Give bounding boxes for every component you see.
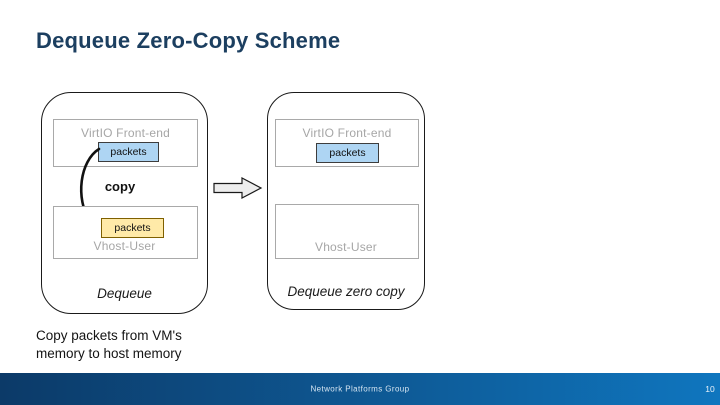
vhost-user-box [275, 204, 419, 259]
dequeue-caption: Dequeue [97, 286, 152, 301]
slide-title: Dequeue Zero-Copy Scheme [36, 28, 341, 53]
packets-chip-frontend: packets [316, 143, 379, 163]
vhost-user-label: Vhost-User [93, 239, 156, 253]
virtio-frontend-label: VirtIO Front-end [80, 126, 170, 140]
page-number: 10 [705, 384, 715, 394]
dequeue-copy-panel: VirtIO Front-end packets copy packets Vh… [41, 92, 208, 314]
footer-group-name: Network Platforms Group [310, 384, 410, 394]
footer-bar: Network Platforms Group intel 10 [0, 373, 720, 405]
slide-caption: Copy packets from VM's memory to host me… [36, 328, 182, 361]
copy-label: copy [104, 179, 136, 194]
dequeue-zero-copy-caption: Dequeue zero copy [287, 284, 405, 299]
right-block-arrow-icon [213, 177, 263, 199]
virtio-frontend-label: VirtIO Front-end [302, 126, 392, 140]
packets-chip-frontend: packets [98, 142, 159, 162]
packets-chip-backend: packets [101, 218, 164, 238]
dequeue-zero-copy-panel: VirtIO Front-end packets Vhost-User Dequ… [267, 92, 425, 310]
vhost-user-label: Vhost-User [314, 240, 378, 254]
